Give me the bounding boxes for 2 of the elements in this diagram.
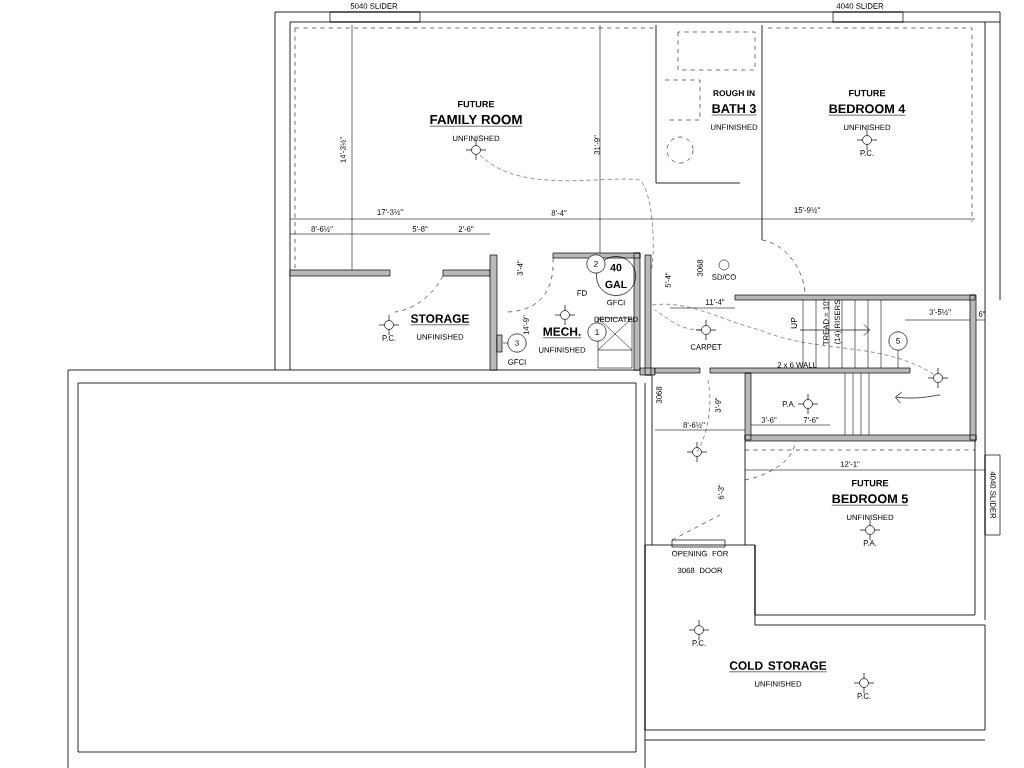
callout-number: 2 [586, 254, 606, 274]
stair-label: UP [791, 317, 797, 329]
